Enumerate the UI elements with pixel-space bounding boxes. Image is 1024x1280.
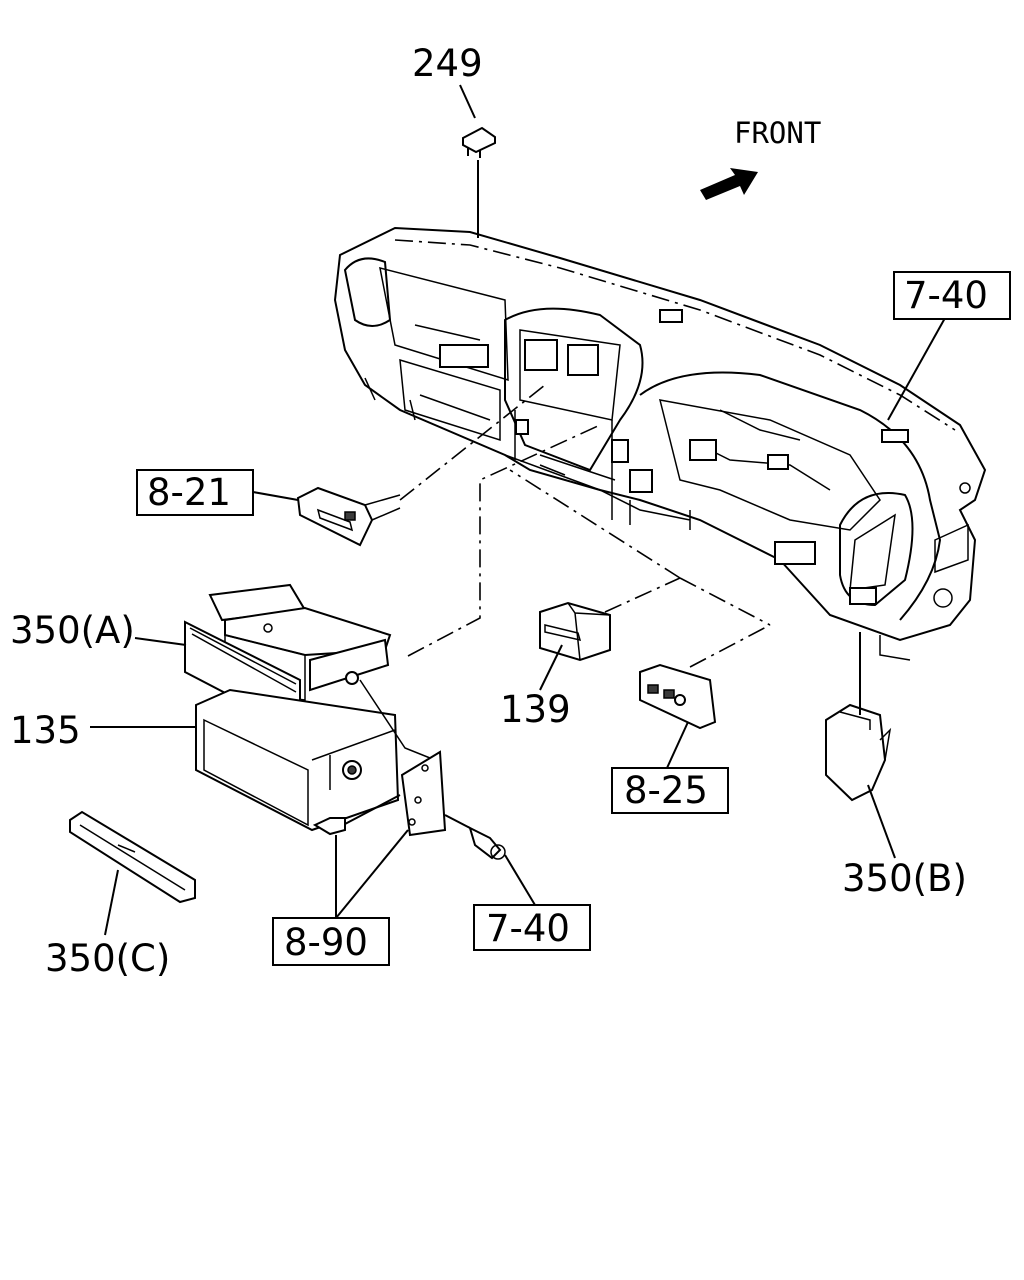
part-8-21-switch (296, 384, 546, 547)
ref-box-8-90 (272, 917, 390, 966)
ref-box-7-40-top (893, 271, 1011, 320)
part-249-cap (459, 84, 496, 238)
bracket-and-screws (312, 750, 506, 860)
front-arrow-icon (700, 168, 758, 200)
leader-lines (90, 317, 946, 936)
part-350c-trim (69, 810, 196, 904)
label-8-90: 8-90 (284, 921, 368, 964)
ref-box-8-21 (136, 469, 254, 516)
label-7-40-bottom: 7-40 (486, 907, 570, 950)
part-350b-cover (825, 632, 892, 802)
label-7-40-top: 7-40 (904, 274, 988, 317)
label-249: 249 (412, 42, 483, 85)
label-8-21: 8-21 (147, 471, 231, 514)
instrument-panel-drawing (333, 226, 987, 661)
label-350a: 350(A) (10, 609, 135, 652)
part-135-housing (195, 424, 601, 832)
ref-box-8-25 (611, 767, 729, 814)
ref-box-7-40-bottom (473, 904, 591, 951)
label-8-25: 8-25 (624, 769, 708, 812)
part-139-ashtray (509, 469, 771, 662)
front-label: FRONT (734, 116, 821, 150)
part-8-25-switch (639, 624, 771, 730)
label-350c: 350(C) (45, 937, 170, 980)
label-135: 135 (10, 709, 81, 752)
label-350b: 350(B) (842, 857, 967, 900)
label-139: 139 (500, 688, 571, 731)
